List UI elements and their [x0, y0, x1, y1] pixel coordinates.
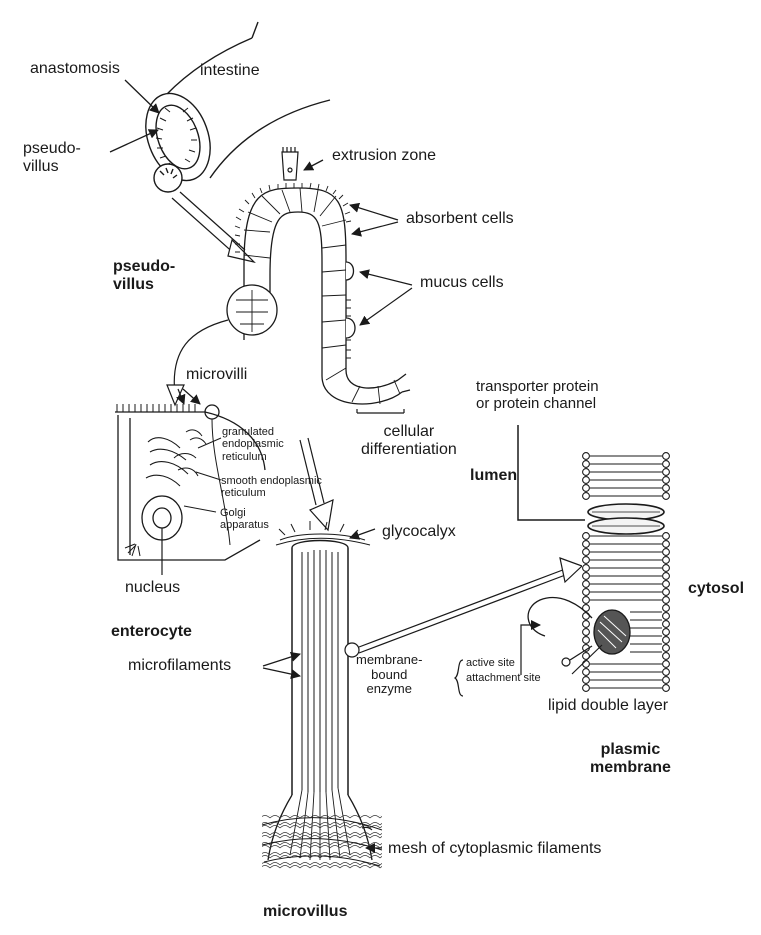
- label-attachment-site: attachment site: [466, 672, 541, 684]
- mucus-pointer-2: [360, 288, 412, 325]
- lipid-head: [583, 661, 590, 668]
- label-anastomosis: anastomosis: [30, 60, 120, 78]
- label-smooth-er: smooth endoplasmic reticulum: [221, 475, 322, 500]
- smooth-er-pointer: [196, 472, 221, 480]
- label-extrusion-zone: extrusion zone: [332, 147, 436, 165]
- lipid-head: [583, 669, 590, 676]
- lipid-head: [663, 493, 670, 500]
- extrusion-cell-shape: [282, 147, 298, 180]
- lipid-head: [583, 541, 590, 548]
- lipid-head: [583, 677, 590, 684]
- lipid-head: [663, 485, 670, 492]
- zoom-arrow-3: [345, 558, 582, 657]
- lipid-head: [583, 573, 590, 580]
- lipid-head: [583, 493, 590, 500]
- label-plasmic-membrane: plasmic membrane: [590, 741, 671, 777]
- lipid-head: [583, 629, 590, 636]
- lipid-head: [583, 549, 590, 556]
- label-lumen: lumen: [470, 467, 517, 485]
- lipid-head: [583, 461, 590, 468]
- extrusion-pointer: [304, 160, 323, 170]
- label-mucus-cells: mucus cells: [420, 274, 504, 292]
- microfilament-pointer-1: [263, 654, 300, 666]
- lipid-head: [583, 469, 590, 476]
- lipid-head: [663, 549, 670, 556]
- lipid-head: [583, 621, 590, 628]
- lipid-head: [583, 557, 590, 564]
- lipid-head: [663, 589, 670, 596]
- lipid-head: [663, 565, 670, 572]
- label-cellular-differentiation: cellular differentiation: [361, 423, 457, 459]
- label-microvilli: microvilli: [186, 366, 247, 384]
- magnify-arrow-1: [172, 192, 254, 262]
- lipid-head: [663, 645, 670, 652]
- lipid-head: [583, 597, 590, 604]
- microfilament-pointer-2: [263, 668, 300, 676]
- label-lipid-double-layer: lipid double layer: [548, 697, 668, 715]
- lipid-head: [663, 597, 670, 604]
- label-microfilaments: microfilaments: [128, 657, 231, 675]
- enzyme-brace: [455, 660, 463, 696]
- lipid-head: [583, 637, 590, 644]
- label-cytosol: cytosol: [688, 580, 744, 598]
- lipid-head: [583, 533, 590, 540]
- microvilli-pointer-2: [183, 389, 200, 404]
- lipid-head: [663, 581, 670, 588]
- lipid-head: [583, 581, 590, 588]
- label-golgi: Golgi apparatus: [220, 507, 269, 532]
- lipid-head: [583, 685, 590, 692]
- lipid-head: [663, 629, 670, 636]
- label-transporter-protein: transporter protein or protein channel: [476, 379, 599, 413]
- lipid-head: [663, 557, 670, 564]
- lipid-head: [663, 453, 670, 460]
- label-intestine: intestine: [200, 62, 260, 80]
- lipid-head: [663, 533, 670, 540]
- lipid-head: [663, 661, 670, 668]
- anastomosis-pointer: [125, 80, 159, 113]
- lipid-head: [663, 685, 670, 692]
- lipid-head: [663, 573, 670, 580]
- lipid-head: [583, 477, 590, 484]
- label-active-site: active site: [466, 657, 515, 669]
- golgi-pointer: [184, 506, 216, 512]
- label-nucleus: nucleus: [125, 579, 180, 597]
- absorbent-pointer-1: [350, 205, 398, 220]
- lipid-head: [583, 589, 590, 596]
- label-mesh-filaments: mesh of cytoplasmic filaments: [388, 840, 601, 858]
- lipid-head: [663, 653, 670, 660]
- lipid-head: [583, 485, 590, 492]
- label-granulated-er: granulated endoplasmic reticulum: [222, 426, 284, 463]
- lipid-head: [663, 541, 670, 548]
- lipid-head: [583, 453, 590, 460]
- lipid-head: [663, 621, 670, 628]
- mucus-pointer-1: [360, 272, 412, 285]
- absorbent-pointer-2: [352, 222, 398, 234]
- lipid-head: [663, 605, 670, 612]
- lipid-head: [663, 669, 670, 676]
- lipid-head: [663, 477, 670, 484]
- glycocalyx-pointer: [350, 529, 375, 538]
- intestine-drawing: [134, 22, 330, 192]
- transporter-pointer: [518, 425, 585, 520]
- lipid-head: [663, 469, 670, 476]
- label-enterocyte: enterocyte: [111, 623, 192, 641]
- label-microvillus: microvillus: [263, 903, 347, 921]
- label-pseudovillus: pseudo- villus: [113, 258, 175, 294]
- label-glycocalyx: glycocalyx: [382, 523, 456, 541]
- differentiation-bracket: [357, 409, 404, 413]
- label-pseudovillus-small: pseudo- villus: [23, 140, 81, 176]
- label-membrane-bound-enzyme: membrane- bound enzyme: [356, 653, 422, 697]
- lipid-head: [583, 565, 590, 572]
- lipid-head: [663, 637, 670, 644]
- lipid-head: [663, 677, 670, 684]
- lipid-head: [663, 461, 670, 468]
- label-absorbent-cells: absorbent cells: [406, 210, 514, 228]
- lipid-head: [663, 613, 670, 620]
